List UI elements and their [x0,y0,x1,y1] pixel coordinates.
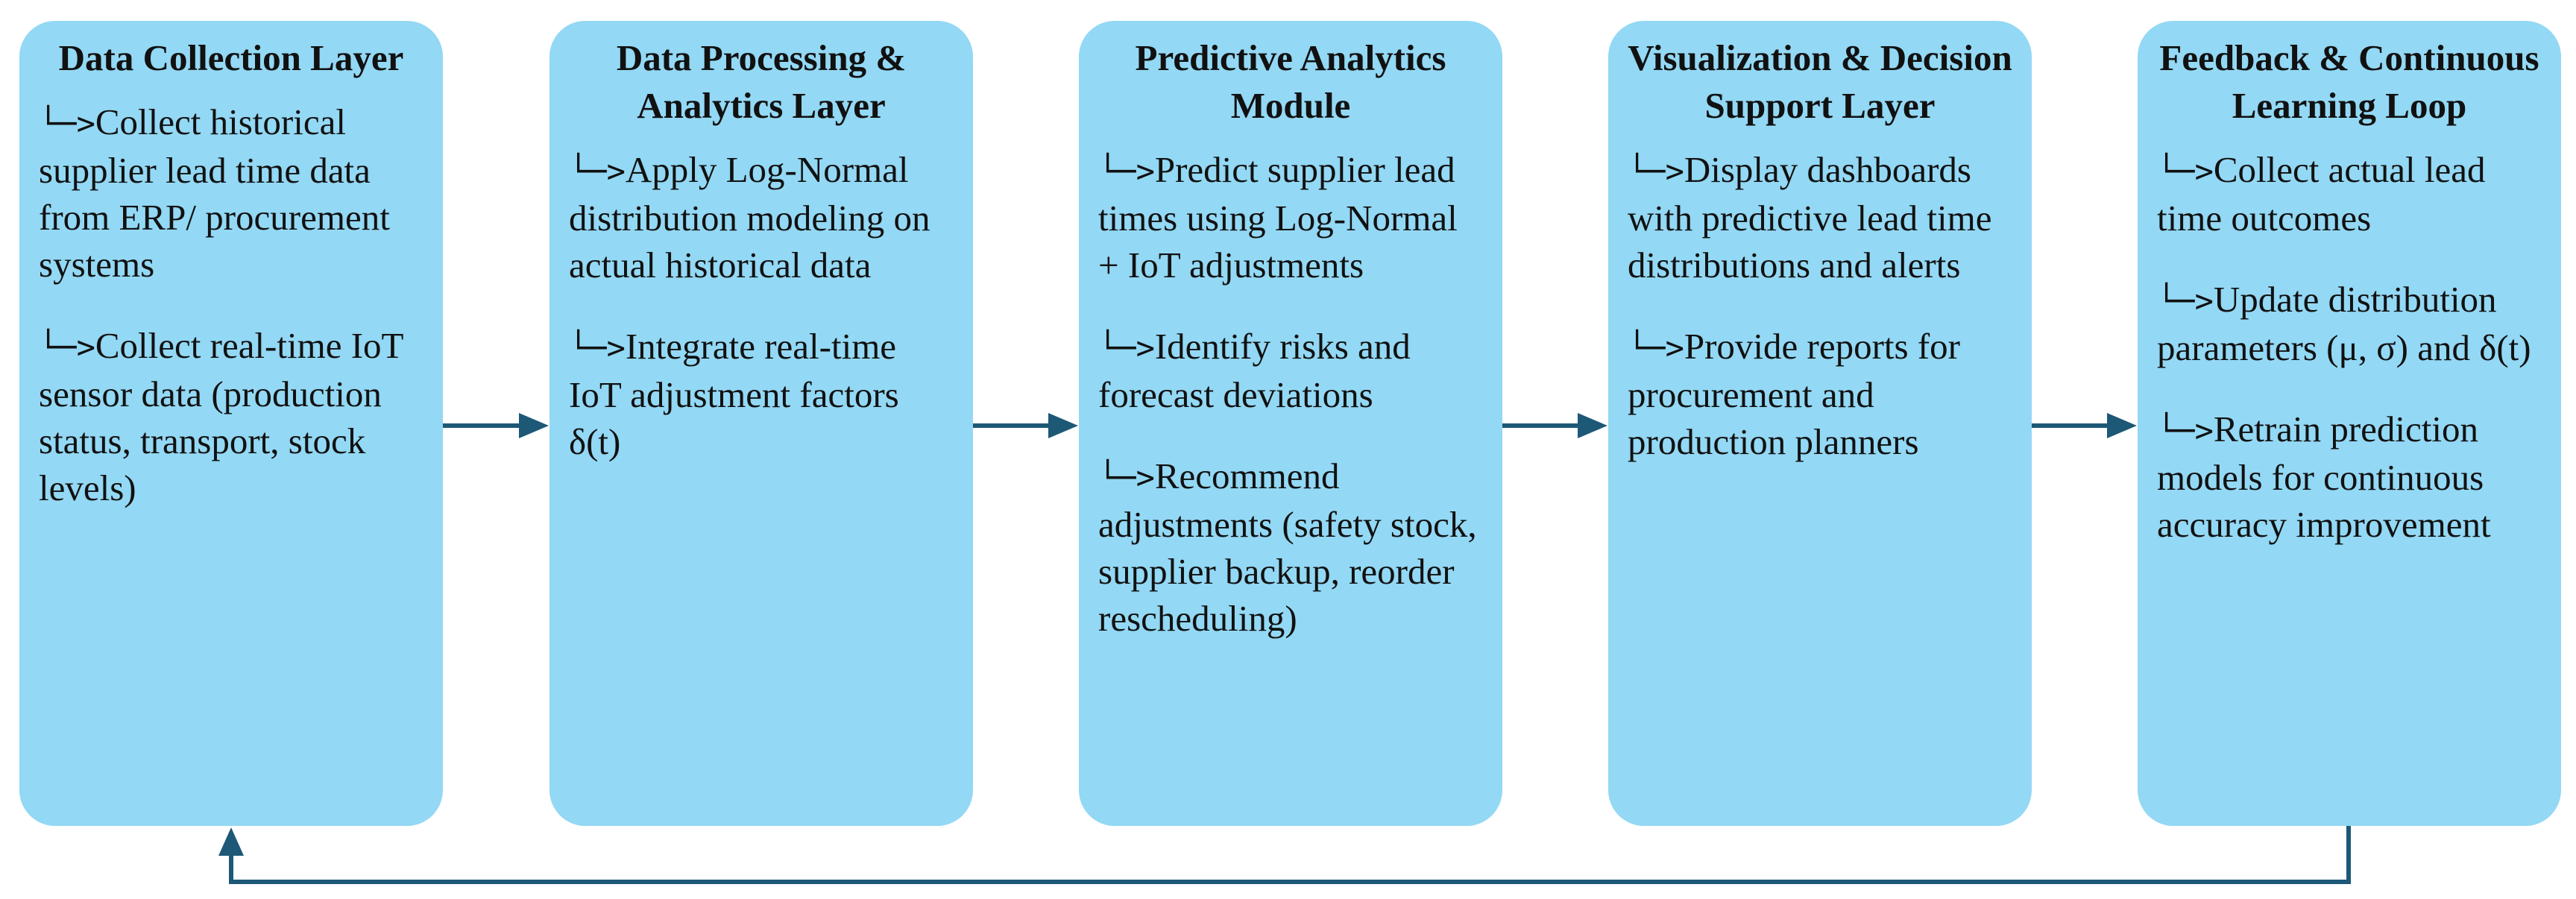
box-item: └─>Integrate real-time IoT adjustment fa… [569,323,954,465]
arrow-prefix-icon: └─> [2157,153,2214,189]
box-item-text: Recommend adjustments (safety stock, sup… [1098,455,1477,639]
arrow-prefix-icon: └─> [1098,153,1155,189]
box-item: └─>Collect historical supplier lead time… [39,98,423,288]
box-data-processing-layer: Data Processing & Analytics Layer └─>App… [549,21,973,826]
box-item: └─>Apply Log-Normal distribution modelin… [569,146,954,288]
box-title: Predictive Analytics Module [1135,37,1446,126]
box-visualization-decision-support-layer: Visualization & Decision Support Layer └… [1608,21,2032,826]
box-item-text: Collect real-time IoT sensor data (produ… [39,325,403,508]
arrow-prefix-icon: └─> [2157,283,2214,319]
arrow-prefix-icon: └─> [39,329,95,365]
box-item-text: Retrain prediction models for continuous… [2157,409,2491,545]
box-item-text: Identify risks and forecast deviations [1098,326,1411,415]
arrow-prefix-icon: └─> [569,153,626,189]
box-title: Feedback & Continuous Learning Loop [2159,37,2539,126]
box-data-collection-layer: Data Collection Layer └─>Collect histori… [19,21,443,826]
box-item: └─>Provide reports for procurement and p… [1628,323,2012,465]
arrow-prefix-icon: └─> [1098,459,1155,496]
box-item-text: Collect historical supplier lead time da… [39,101,390,285]
box-title: Visualization & Decision Support Layer [1628,37,2012,126]
box-item: └─>Collect actual lead time outcomes [2157,146,2542,242]
box-item: └─>Display dashboards with predictive le… [1628,146,2012,288]
box-feedback-continuous-learning-loop: Feedback & Continuous Learning Loop └─>C… [2138,21,2561,826]
box-predictive-analytics-module: Predictive Analytics Module └─>Predict s… [1079,21,1502,826]
box-item-text: Integrate real-time IoT adjustment facto… [569,326,899,462]
box-item: └─>Update distribution parameters (μ, σ)… [2157,276,2542,371]
arrow-prefix-icon: └─> [1628,153,1684,189]
arrow-head-icon [218,827,244,856]
box-item-text: Display dashboards with predictive lead … [1628,149,1992,286]
arrow-head-icon [1578,413,1607,438]
arrow-head-icon [2107,413,2137,438]
box-item-text: Collect actual lead time outcomes [2157,149,2486,239]
arrow-head-icon [1048,413,1078,438]
arrow-head-icon [519,413,549,438]
arrow-prefix-icon: └─> [39,105,95,142]
arrow-prefix-icon: └─> [1628,329,1684,366]
box-title: Data Processing & Analytics Layer [616,37,907,126]
box-item-text: Apply Log-Normal distribution modeling o… [569,149,930,286]
arrow-prefix-icon: └─> [569,329,626,366]
box-item-text: Predict supplier lead times using Log-No… [1098,149,1458,286]
box-title: Data Collection Layer [58,37,404,78]
box-item-text: Update distribution parameters (μ, σ) an… [2157,279,2531,368]
box-item: └─>Recommend adjustments (safety stock, … [1098,452,1483,642]
arrow-prefix-icon: └─> [1098,329,1155,366]
box-item-text: Provide reports for procurement and prod… [1628,326,1960,462]
box-item: └─>Identify risks and forecast deviation… [1098,323,1483,418]
box-item: └─>Retrain prediction models for continu… [2157,406,2542,548]
box-item: └─>Collect real-time IoT sensor data (pr… [39,322,423,511]
box-item: └─>Predict supplier lead times using Log… [1098,146,1483,288]
arrow-prefix-icon: └─> [2157,412,2214,449]
feedback-loop-arrow [229,826,2351,884]
